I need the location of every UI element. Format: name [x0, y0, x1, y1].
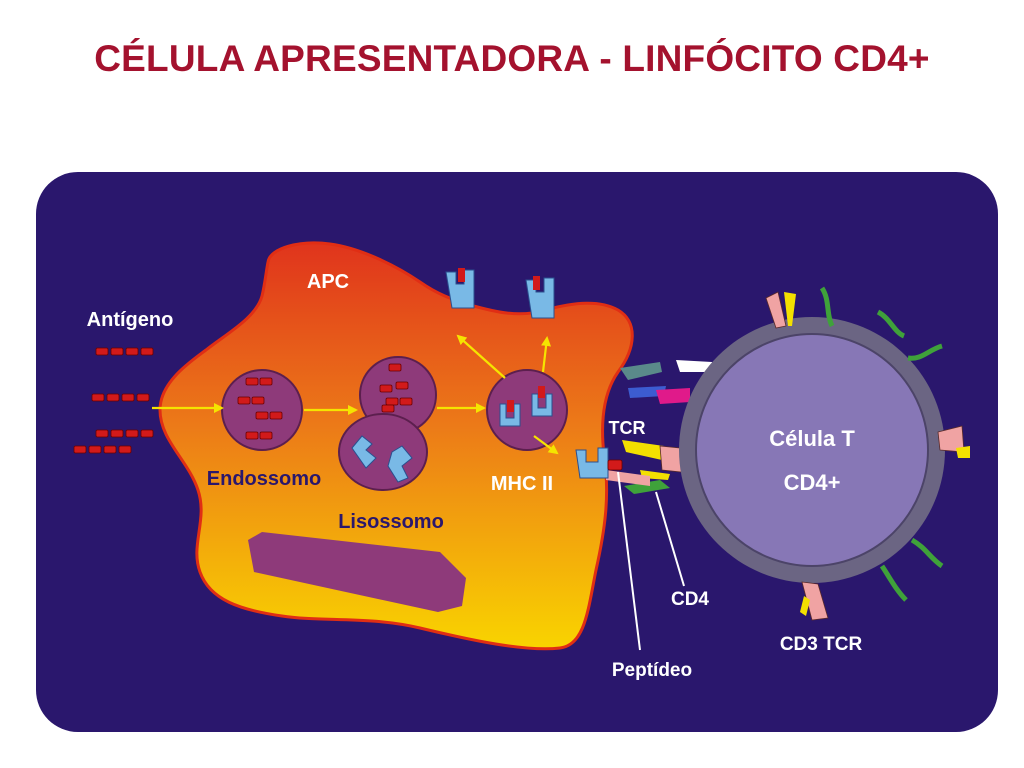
process-arrows [152, 334, 559, 455]
label-t-cell-line2: CD4+ [784, 470, 841, 495]
callout-lines [617, 471, 685, 651]
nucleus [248, 532, 466, 612]
surface-mhc-1 [445, 268, 475, 309]
label-antigen: Antígeno [87, 309, 174, 331]
label-mhc2: MHC II [491, 473, 553, 495]
slide-title: CÉLULA APRESENTADORA - LINFÓCITO CD4+ [94, 38, 930, 79]
label-lysosome: Lisossomo [338, 511, 444, 533]
mhc-vesicle [486, 369, 568, 451]
t-cell-protrusions [765, 286, 970, 621]
t-cell-inner [695, 333, 929, 567]
lysosome-vesicle [338, 413, 428, 491]
mhc-in-vesicle [499, 386, 553, 427]
label-peptide: Peptídeo [612, 660, 692, 681]
tcr-mhc-complex [575, 447, 623, 479]
label-cd3-tcr: CD3 TCR [780, 634, 863, 655]
label-apc: APC [307, 271, 349, 293]
surface-mhc-2 [525, 276, 555, 319]
lysosome-enzymes [351, 435, 413, 483]
label-tcr: TCR [609, 418, 646, 438]
label-endosome: Endossomo [207, 468, 321, 490]
label-cd4: CD4 [671, 589, 709, 610]
label-t-cell-line1: Célula T [769, 426, 855, 451]
